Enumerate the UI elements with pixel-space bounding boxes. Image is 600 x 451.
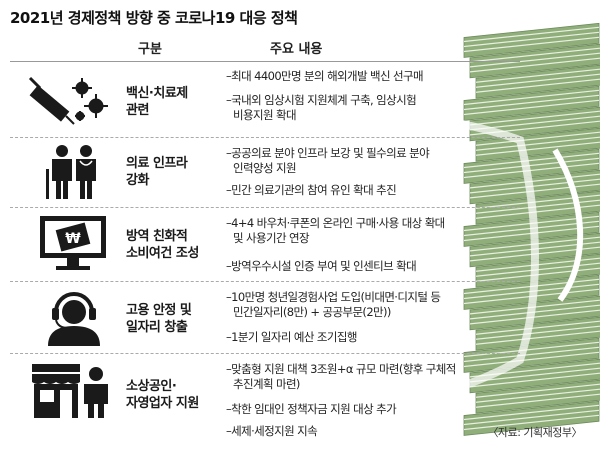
- header-category: 구분: [138, 42, 162, 57]
- header-divider: [10, 61, 520, 62]
- policy-item: –세제·세정지원 지속: [226, 424, 318, 438]
- row-divider: [10, 137, 520, 138]
- page-title: 2021년 경제정책 방향 중 코로나19 대응 정책: [10, 9, 298, 27]
- row-divider: [10, 207, 520, 208]
- header-main: 주요 내용: [270, 42, 323, 57]
- vaccine-virus-icon: [28, 76, 108, 125]
- shop-owner-icon: [32, 364, 108, 418]
- svg-text:₩: ₩: [65, 231, 81, 247]
- monitor-won-icon: ₩: [40, 216, 106, 270]
- policy-item: –1분기 일자리 예산 조기집행: [226, 330, 357, 344]
- headset-worker-icon: [48, 292, 100, 346]
- category-label: 소상공인·자영업자 지원: [126, 379, 199, 411]
- row-divider: [10, 281, 520, 282]
- policy-item: –민간 의료기관의 참여 유인 확대 추진: [226, 183, 397, 197]
- row-divider: [10, 353, 520, 354]
- source-note: 〈자료: 기획재정부〉: [487, 426, 582, 439]
- policy-item: –착한 임대인 정책자금 지원 대상 추가: [226, 402, 397, 416]
- policy-item: –방역우수시설 인증 부여 및 인센티브 확대: [226, 259, 417, 273]
- policy-item: –최대 4400만명 분의 해외개발 백신 선구매: [226, 69, 424, 83]
- medical-staff-icon: [46, 145, 96, 199]
